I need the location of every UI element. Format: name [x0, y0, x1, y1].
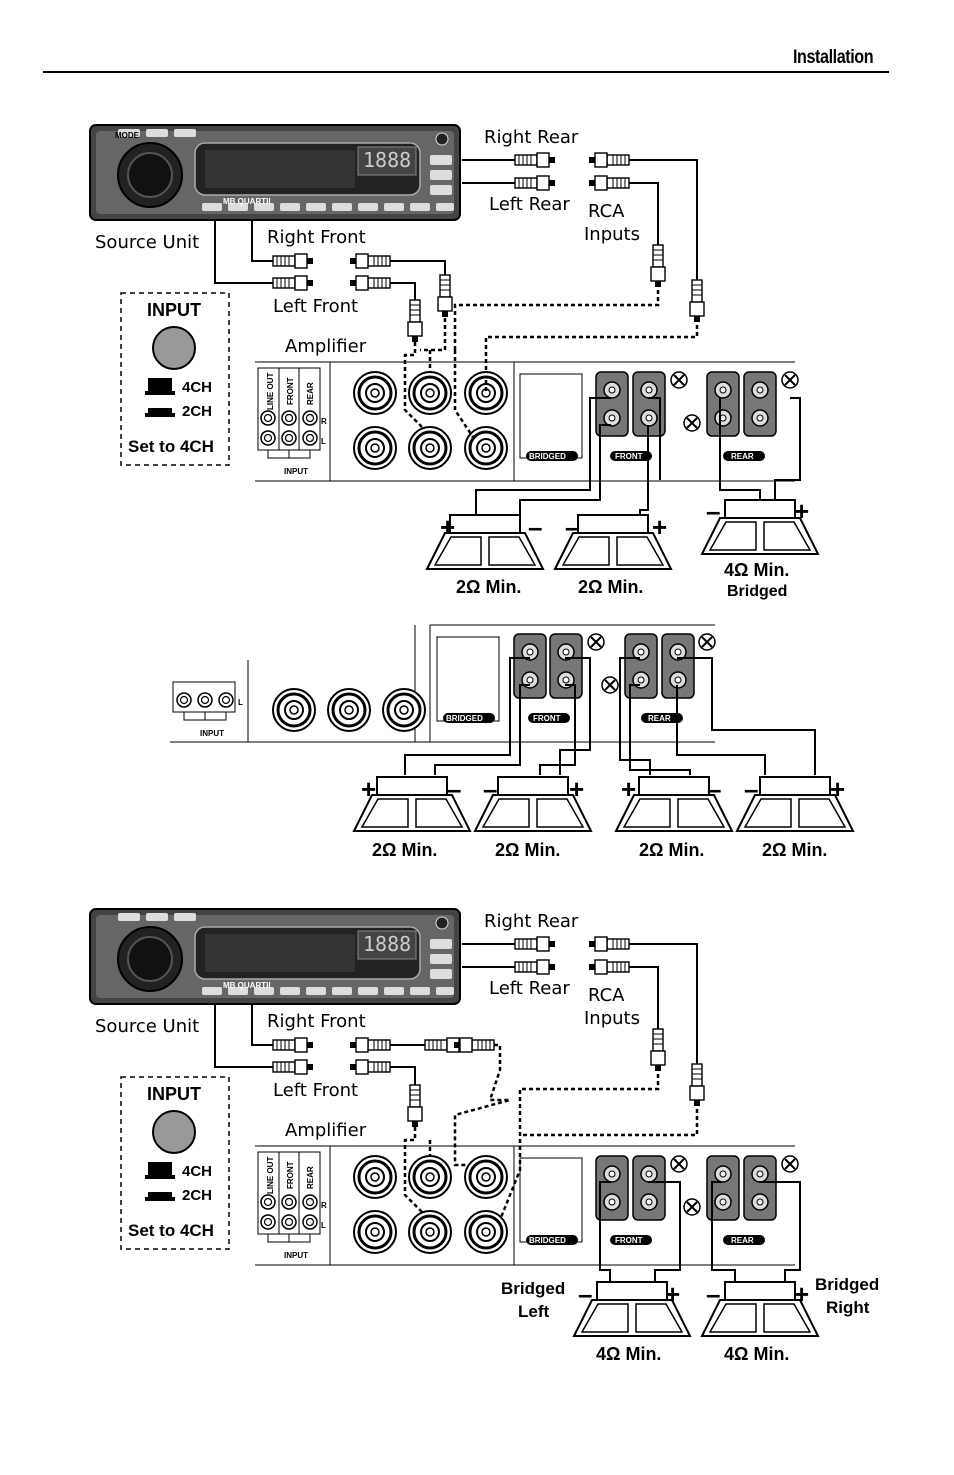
d3-panel-rear: REAR — [306, 1166, 315, 1189]
d1-s2-left-sign: – — [565, 512, 579, 542]
d3-badge-rear: REAR — [731, 1236, 754, 1245]
d1-s3-rating: 4Ω Min. — [724, 560, 789, 580]
d2-s3-right-sign: – — [707, 774, 721, 804]
d3-input-2ch: 2CH — [182, 1187, 212, 1204]
label-rca-1: RCA — [588, 201, 625, 222]
page-header-title: Installation — [793, 47, 874, 68]
d3-input-4ch: 4CH — [182, 1163, 212, 1180]
d3-bridged-left-2: Left — [518, 1302, 550, 1321]
input-4ch: 4CH — [182, 379, 212, 396]
d2-s1-left-sign: + — [361, 774, 376, 804]
d2-s4-right-sign: + — [830, 774, 845, 804]
d1-s3-left-sign: – — [706, 496, 720, 526]
badge-rear: REAR — [731, 452, 754, 461]
d1-s1-rating: 2Ω Min. — [456, 577, 521, 597]
d2-badge-front: FRONT — [533, 714, 561, 723]
d3-label-left-front: Left Front — [273, 1080, 358, 1101]
d3-bridged-right-2: Right — [826, 1298, 870, 1317]
panel-rear: REAR — [306, 382, 315, 405]
d1-s2-rating: 2Ω Min. — [578, 577, 643, 597]
label-left-front: Left Front — [273, 296, 358, 317]
diagram-2: L INPUT BRIDGED FRONT REAR + – – + + – –… — [170, 624, 854, 860]
d2-s3-rating: 2Ω Min. — [639, 840, 704, 860]
d1-s3-right-sign: + — [794, 496, 809, 526]
panel-input: INPUT — [284, 467, 308, 476]
input-knob — [152, 326, 196, 370]
d3-label-left-rear: Left Rear — [489, 978, 570, 999]
diagram-1: MODE MB QUARTII 1888 Right Rear Left Rea… — [89, 124, 819, 600]
panel-line-out: LINE OUT — [266, 373, 275, 410]
d3-panel-bridged: BRIDGED — [529, 1236, 566, 1245]
panel-l: L — [321, 437, 326, 446]
d3-label-amplifier: Amplifier — [285, 1120, 367, 1141]
panel-r: R — [321, 417, 327, 426]
d3-label-rca-2: Inputs — [584, 1008, 640, 1029]
d2-s1-rating: 2Ω Min. — [372, 840, 437, 860]
d2-panel-input: INPUT — [200, 729, 224, 738]
d3-s1-rating: 4Ω Min. — [596, 1344, 661, 1364]
d3-panel-line-out: LINE OUT — [266, 1157, 275, 1194]
label-left-rear: Left Rear — [489, 194, 570, 215]
d3-panel-front: FRONT — [286, 1161, 295, 1189]
d3-panel-input: INPUT — [284, 1251, 308, 1260]
d2-s2-left-sign: – — [483, 774, 497, 804]
d3-label-right-front: Right Front — [267, 1011, 366, 1032]
d1-s1-right-sign: – — [528, 512, 542, 542]
d3-label-rca-1: RCA — [588, 985, 625, 1006]
d3-input-setting: Set to 4CH — [128, 1221, 214, 1240]
d2-s4-left-sign: – — [744, 774, 758, 804]
label-source-unit: Source Unit — [95, 232, 199, 253]
d3-s1-right-sign: + — [665, 1279, 680, 1309]
d3-label-right-rear: Right Rear — [484, 911, 579, 932]
d3-badge-front: FRONT — [615, 1236, 643, 1245]
label-amplifier: Amplifier — [285, 336, 367, 357]
source-unit-image — [89, 124, 461, 221]
d1-s1-left-sign: + — [440, 512, 455, 542]
input-switch-box-2 — [120, 1076, 230, 1250]
source-unit-image-2 — [89, 908, 461, 1005]
head-unit-brand: MB QUARTII — [223, 197, 271, 206]
head-unit-display-2: 1888 — [363, 932, 411, 956]
d3-s2-right-sign: + — [794, 1279, 809, 1309]
d2-s3-left-sign: + — [621, 774, 636, 804]
d3-panel-l: L — [321, 1221, 326, 1230]
d3-s2-rating: 4Ω Min. — [724, 1344, 789, 1364]
d1-s3-note: Bridged — [727, 583, 787, 600]
head-unit-brand-2: MB QUARTII — [223, 981, 271, 990]
d1-s2-right-sign: + — [652, 512, 667, 542]
badge-front: FRONT — [615, 452, 643, 461]
d2-panel-bridged: BRIDGED — [446, 714, 483, 723]
input-box-title: INPUT — [147, 300, 201, 320]
panel-front: FRONT — [286, 377, 295, 405]
label-right-rear: Right Rear — [484, 127, 579, 148]
input-setting: Set to 4CH — [128, 437, 214, 456]
diagram-3: MB QUARTII 1888 Right Rear Left Rear RCA… — [89, 908, 879, 1364]
d3-label-source-unit: Source Unit — [95, 1016, 199, 1037]
d3-panel-r: R — [321, 1201, 327, 1210]
d2-badge-rear: REAR — [648, 714, 671, 723]
d3-input-box-title: INPUT — [147, 1084, 201, 1104]
d3-s2-left-sign: – — [706, 1279, 720, 1309]
d2-s1-right-sign: – — [447, 774, 461, 804]
panel-bridged: BRIDGED — [529, 452, 566, 461]
header-rule — [43, 71, 889, 73]
head-unit-display: 1888 — [363, 148, 411, 172]
d2-s4-rating: 2Ω Min. — [762, 840, 827, 860]
d2-panel-l: L — [238, 698, 243, 707]
d3-s1-left-sign: – — [578, 1279, 592, 1309]
label-rca-2: Inputs — [584, 224, 640, 245]
head-unit-btn-mode: MODE — [115, 131, 140, 140]
input-switch-box — [120, 292, 230, 466]
input-2ch: 2CH — [182, 403, 212, 420]
label-right-front: Right Front — [267, 227, 366, 248]
d3-bridged-right-1: Bridged — [815, 1275, 879, 1294]
d2-s2-right-sign: + — [569, 774, 584, 804]
d2-s2-rating: 2Ω Min. — [495, 840, 560, 860]
d3-bridged-left-1: Bridged — [501, 1279, 565, 1298]
